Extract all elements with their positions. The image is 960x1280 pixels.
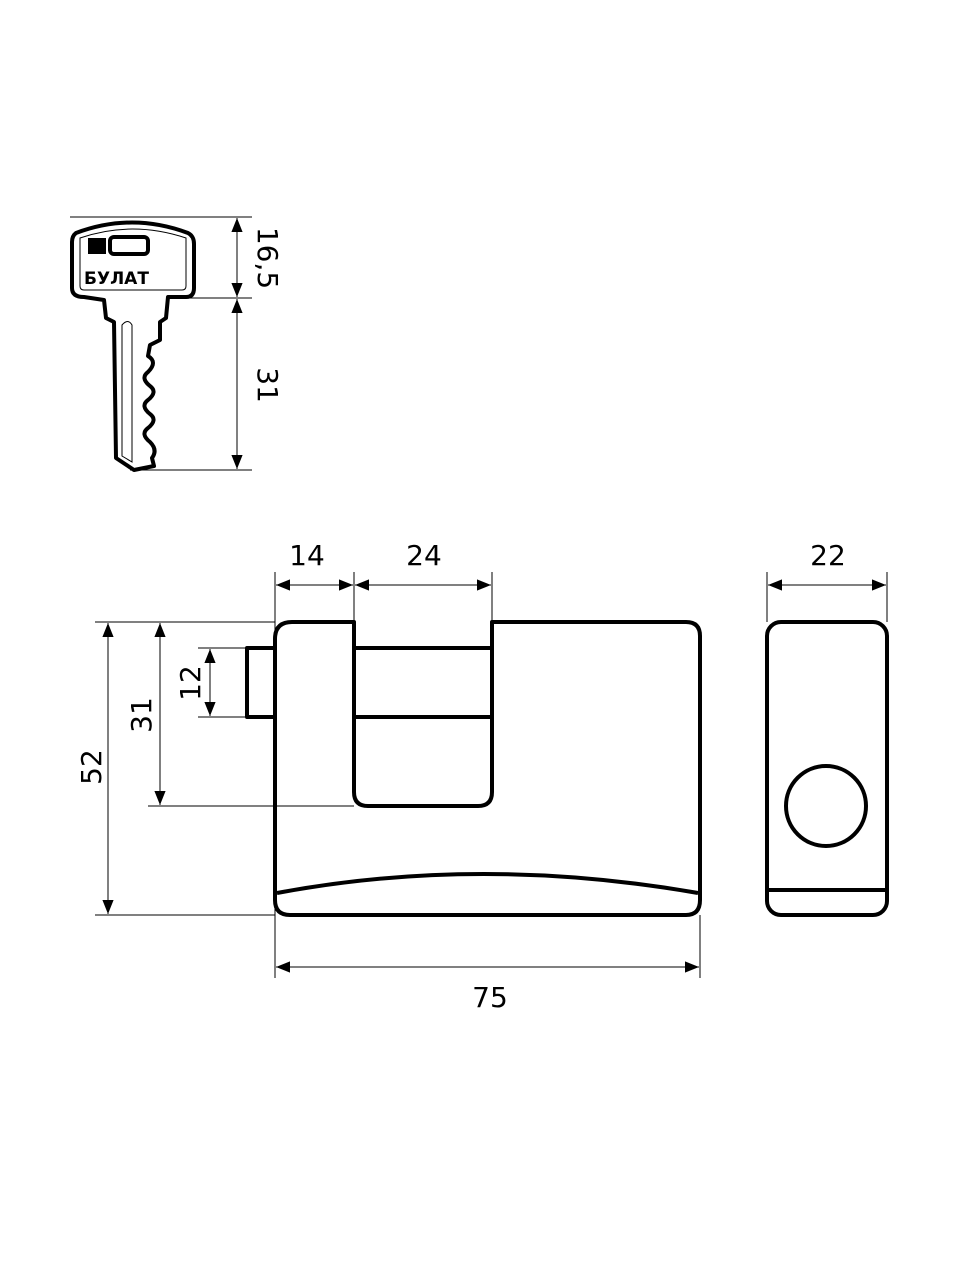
bolt — [245, 646, 275, 719]
lock-side-view: 22 — [765, 539, 889, 917]
body-width-label: 75 — [472, 981, 508, 1014]
key-drawing: БУЛАТ 16,5 31 — [70, 216, 284, 472]
shackle-offset-label: 14 — [289, 539, 325, 572]
shackle-inner-width-label: 24 — [406, 539, 442, 572]
key-head-height-label: 16,5 — [251, 227, 284, 289]
brand-logo-rect — [108, 235, 150, 256]
keyhole-cylinder — [784, 764, 868, 848]
key-brand-text: БУЛАТ — [84, 269, 149, 289]
body-depth-label: 22 — [810, 539, 846, 572]
body-bottom-curve — [276, 872, 699, 895]
shackle-inner-height-label: 31 — [125, 697, 158, 733]
key-blade-length-label: 31 — [251, 367, 284, 403]
brand-logo-square — [88, 238, 106, 254]
body-height-label: 52 — [75, 749, 108, 785]
lock-front-view: 14 24 75 52 31 12 — [75, 539, 702, 1014]
bolt-height-label: 12 — [174, 665, 207, 701]
